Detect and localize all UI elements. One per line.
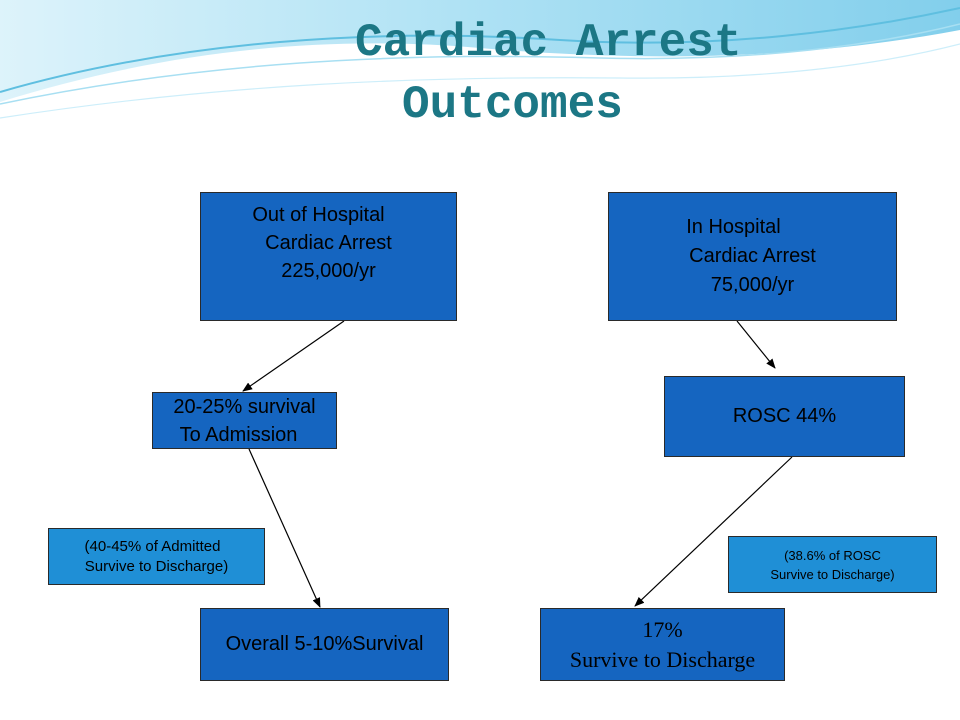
note-rosc-line-2: Survive to Discharge) (770, 566, 895, 582)
edge-ohca-to-admission (242, 320, 345, 392)
discharge-line-2: Survive to Discharge (569, 646, 756, 672)
discharge-line-1: 17% (642, 616, 683, 642)
overall-label: Overall 5-10%Survival (225, 633, 424, 655)
node-rosc: ROSC 44% (664, 376, 905, 457)
note-rosc-survive-to-discharge: (38.6% of ROSC Survive to Discharge) (728, 536, 937, 593)
ohca-line-2: Cardiac Arrest (265, 232, 392, 254)
title-line-2: Outcomes (402, 79, 623, 131)
ihca-line-3: 75,000/yr (710, 274, 795, 296)
node-in-hospital-cardiac-arrest: In Hospital Cardiac Arrest 75,000/yr (608, 192, 897, 321)
note-admitted-line-2: Survive to Discharge) (84, 557, 229, 575)
title-line-1: Cardiac Arrest (355, 17, 742, 69)
edge-rosc-to-discharge (634, 456, 793, 607)
ihca-line-2: Cardiac Arrest (689, 245, 816, 267)
edge-ihca-to-rosc (736, 320, 776, 369)
ohca-line-1: Out of Hospital (252, 204, 385, 226)
note-admitted-line-1: (40-45% of Admitted (84, 537, 221, 555)
admission-line-2: To Admission (179, 423, 298, 446)
rosc-label: ROSC 44% (732, 405, 837, 427)
ihca-line-1: In Hospital (686, 216, 781, 238)
admission-line-1: 20-25% survival (173, 395, 316, 418)
node-out-of-hospital-cardiac-arrest: Out of Hospital Cardiac Arrest 225,000/y… (200, 192, 457, 321)
ohca-line-3: 225,000/yr (281, 260, 376, 282)
node-survive-to-discharge: 17% Survive to Discharge (540, 608, 785, 681)
edge-admission-to-overall (248, 448, 321, 608)
node-survival-to-admission: 20-25% survival To Admission (152, 392, 337, 449)
note-rosc-line-1: (38.6% of ROSC (784, 547, 881, 563)
node-overall-survival: Overall 5-10%Survival (200, 608, 449, 681)
note-admitted-survive-to-discharge: (40-45% of Admitted Survive to Discharge… (48, 528, 265, 585)
